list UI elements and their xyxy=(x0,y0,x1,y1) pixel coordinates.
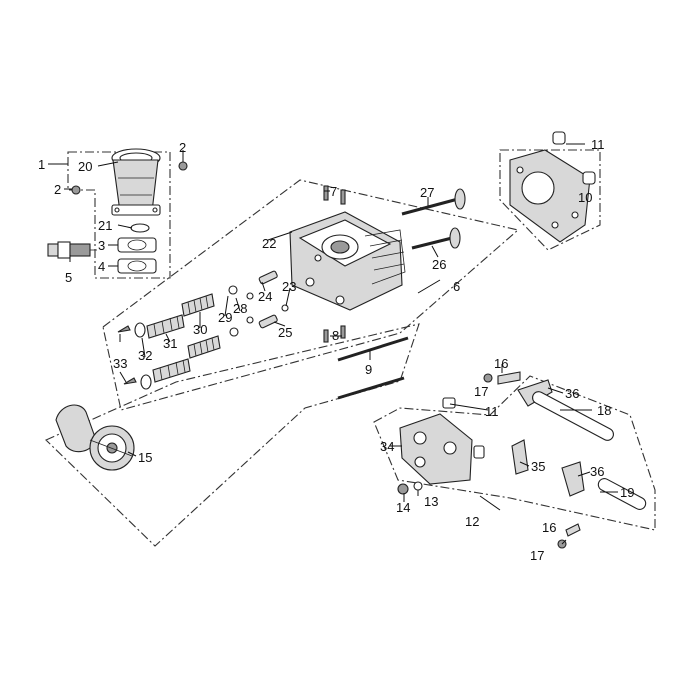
spring-retainers-and-cotters xyxy=(117,322,152,390)
part-label-4: 4 xyxy=(98,259,105,274)
part-label-6: 6 xyxy=(453,279,460,294)
part-label-23: 23 xyxy=(282,279,296,294)
intake-group-outline xyxy=(67,151,171,279)
gasket-group-outline xyxy=(499,149,601,251)
part-label-17: 17 xyxy=(530,548,544,563)
part-label-22: 22 xyxy=(262,236,276,251)
spark-plug xyxy=(47,241,97,259)
part-label-31: 31 xyxy=(163,336,177,351)
part-label-13: 13 xyxy=(424,494,438,509)
part-label-15: 15 xyxy=(138,450,152,465)
intake-gaskets xyxy=(117,223,157,274)
part-label-25: 25 xyxy=(278,325,292,340)
camshaft xyxy=(55,404,135,471)
leader-lines xyxy=(48,143,618,545)
part-label-33: 33 xyxy=(113,356,127,371)
part-label-28: 28 xyxy=(233,301,247,316)
dowel-pins xyxy=(323,185,346,343)
valves xyxy=(401,188,466,250)
part-label-16: 16 xyxy=(494,356,508,371)
part-label-20: 20 xyxy=(78,159,92,174)
part-label-36: 36 xyxy=(590,464,604,479)
part-label-21: 21 xyxy=(98,218,112,233)
valve-springs xyxy=(146,293,221,383)
part-label-11: 11 xyxy=(485,404,499,419)
part-label-12: 12 xyxy=(465,514,479,529)
rocker-holder xyxy=(399,397,485,485)
head-studs xyxy=(337,336,409,400)
rocker-group-outline xyxy=(373,375,656,531)
rocker-shafts xyxy=(532,391,647,510)
part-label-35: 35 xyxy=(531,459,545,474)
part-label-14: 14 xyxy=(396,500,410,515)
part-label-10: 10 xyxy=(578,190,592,205)
part-label-7: 7 xyxy=(330,184,337,199)
part-label-1: 1 xyxy=(38,157,45,172)
part-label-3: 3 xyxy=(98,238,105,253)
small-bolts-left xyxy=(71,161,188,195)
part-label-18: 18 xyxy=(597,403,611,418)
part-label-24: 24 xyxy=(258,289,272,304)
intake-manifold xyxy=(111,148,161,216)
cylinder-head xyxy=(289,211,406,311)
part-label-32: 32 xyxy=(138,348,152,363)
group-outlines xyxy=(45,149,656,547)
part-label-2: 2 xyxy=(54,182,61,197)
valve-guides-and-seals xyxy=(228,270,289,337)
part-label-2: 2 xyxy=(179,140,186,155)
part-label-9: 9 xyxy=(365,362,372,377)
part-label-26: 26 xyxy=(432,257,446,272)
part-label-11: 11 xyxy=(591,137,605,152)
part-number-labels: 1 20 2 2 21 3 4 5 22 7 27 26 6 23 24 25 … xyxy=(38,137,634,563)
part-label-5: 5 xyxy=(65,270,72,285)
part-label-19: 19 xyxy=(620,485,634,500)
part-label-27: 27 xyxy=(420,185,434,200)
cylinder-head-group-outline xyxy=(102,179,520,411)
part-label-8: 8 xyxy=(332,328,339,343)
part-label-36: 36 xyxy=(565,386,579,401)
part-label-30: 30 xyxy=(193,322,207,337)
small-fasteners-right xyxy=(397,371,581,549)
part-label-34: 34 xyxy=(380,439,394,454)
part-label-29: 29 xyxy=(218,310,232,325)
part-label-17: 17 xyxy=(474,384,488,399)
part-label-16: 16 xyxy=(542,520,556,535)
camshaft-group-outline xyxy=(45,323,420,547)
cylinder-gasket xyxy=(509,131,596,243)
